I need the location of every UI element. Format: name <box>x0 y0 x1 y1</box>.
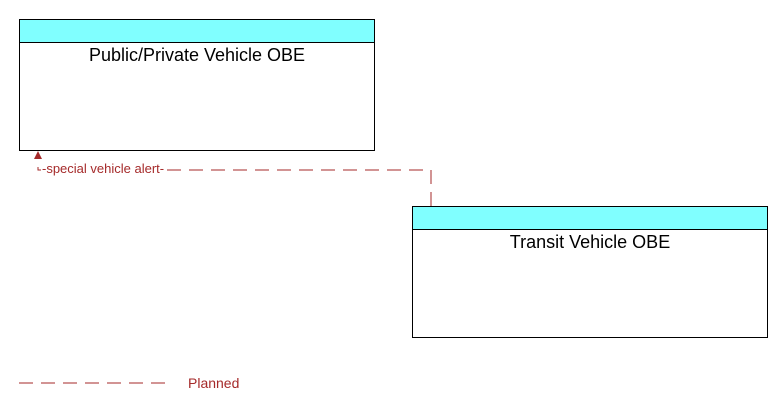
node-header <box>20 20 374 43</box>
node-transit-vehicle-obe[interactable]: Transit Vehicle OBE <box>412 206 768 338</box>
node-public-private-vehicle-obe[interactable]: Public/Private Vehicle OBE <box>19 19 375 151</box>
flow-label-special-vehicle-alert[interactable]: -special vehicle alert- <box>41 161 166 176</box>
flow-arrowhead-icon <box>34 151 42 159</box>
node-title: Transit Vehicle OBE <box>509 232 671 252</box>
legend-planned-label: Planned <box>188 375 240 391</box>
node-title: Public/Private Vehicle OBE <box>88 45 306 65</box>
node-header <box>413 207 767 230</box>
